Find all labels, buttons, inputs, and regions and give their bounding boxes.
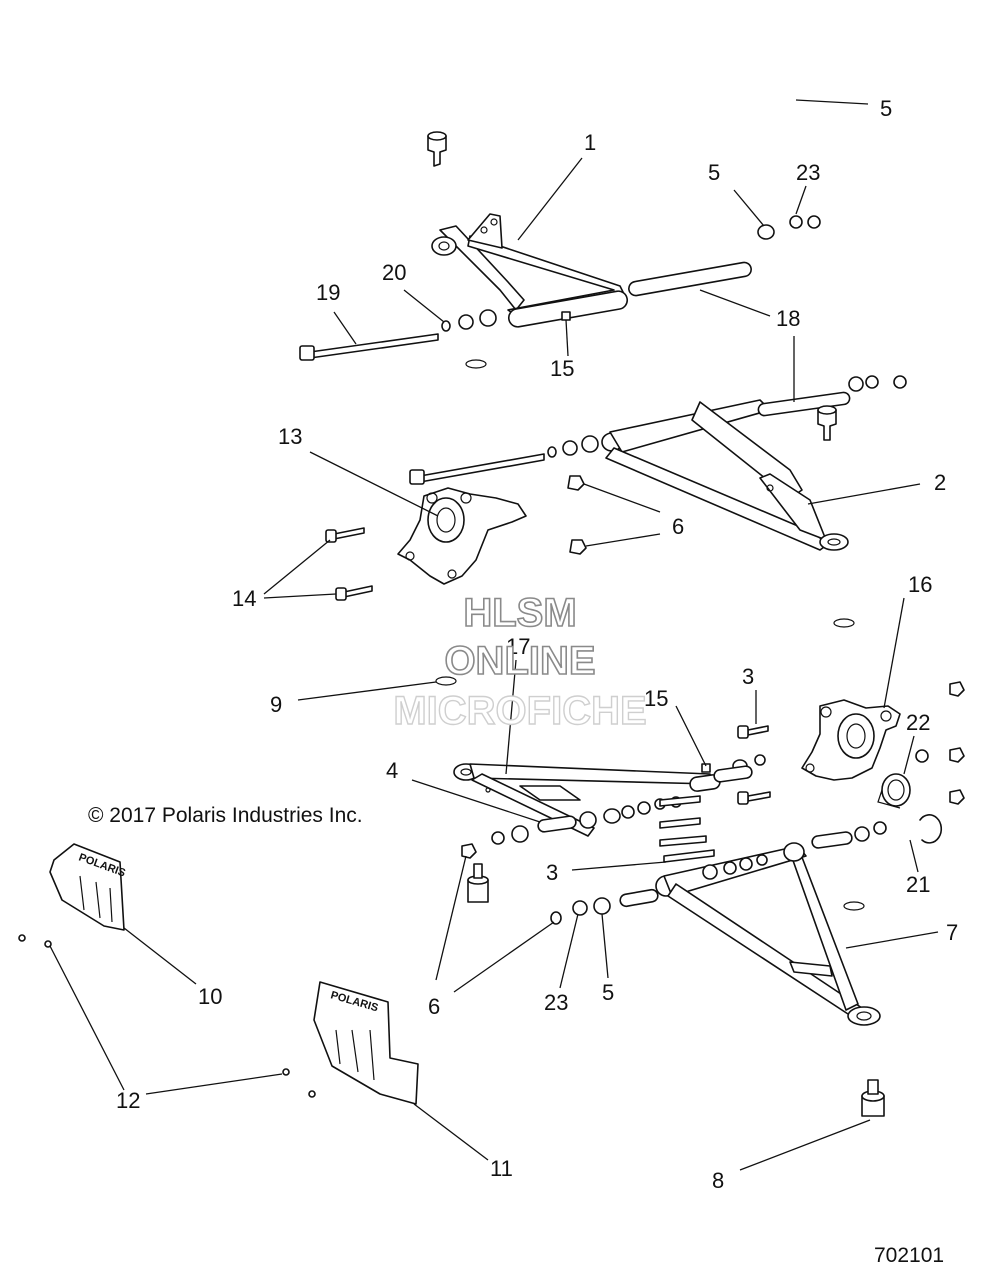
callout-8: 8 xyxy=(712,1168,724,1193)
part-nut-6-lower[interactable] xyxy=(461,843,477,859)
part-nut-15-upper[interactable] xyxy=(561,311,571,321)
callout-19: 19 xyxy=(316,280,340,305)
part-upper-a-arm-front[interactable] xyxy=(427,131,629,328)
part-snap-ring-21[interactable] xyxy=(919,814,943,844)
callout-3-lower: 3 xyxy=(546,860,558,885)
leader-lines xyxy=(49,99,939,1171)
callout-10: 10 xyxy=(198,984,222,1009)
part-washers-20[interactable] xyxy=(441,309,497,332)
part-clip-lower[interactable] xyxy=(843,901,865,911)
part-bushings-lower-left[interactable] xyxy=(491,825,529,845)
ball-joint-upper xyxy=(427,131,447,167)
part-skid-plate-11[interactable]: POLARIS xyxy=(313,981,419,1105)
part-nut-15-lower[interactable] xyxy=(701,763,711,773)
callout-1: 1 xyxy=(584,130,596,155)
part-bushings-lower-front[interactable] xyxy=(537,754,766,833)
callout-18: 18 xyxy=(776,306,800,331)
callout-labels: 5 1 5 23 20 19 15 18 2 13 6 14 16 9 17 1… xyxy=(116,96,958,1193)
callout-17: 17 xyxy=(506,634,530,659)
callout-2: 2 xyxy=(934,470,946,495)
part-skid-plate-10[interactable]: POLARIS xyxy=(49,843,127,931)
part-fasteners-12[interactable] xyxy=(18,934,316,1098)
ball-joint-lower-left[interactable] xyxy=(467,863,489,903)
callout-15-lower: 15 xyxy=(644,686,668,711)
part-clip-right[interactable] xyxy=(833,618,855,628)
callout-21: 21 xyxy=(906,872,930,897)
callout-6-upper: 6 xyxy=(672,514,684,539)
callout-14: 14 xyxy=(232,586,256,611)
callout-5-upper: 5 xyxy=(708,160,720,185)
part-clip-9[interactable] xyxy=(435,676,457,686)
callout-16: 16 xyxy=(908,572,932,597)
watermark: HLSM ONLINE MICROFICHE xyxy=(393,590,648,734)
part-nuts-right[interactable] xyxy=(915,681,965,805)
watermark-line-2: ONLINE xyxy=(444,639,595,683)
part-bushings-upper-rear[interactable] xyxy=(848,375,907,392)
callout-13: 13 xyxy=(278,424,302,449)
part-lower-a-arm-rear[interactable] xyxy=(655,842,881,1026)
callout-23-lower: 23 xyxy=(544,990,568,1015)
callout-5-top: 5 xyxy=(880,96,892,121)
callout-9: 9 xyxy=(270,692,282,717)
callout-22: 22 xyxy=(906,710,930,735)
ball-joint-mid[interactable] xyxy=(817,405,837,441)
ball-joint-8[interactable] xyxy=(861,1079,885,1117)
part-clip-upper[interactable] xyxy=(465,359,487,369)
callout-20: 20 xyxy=(382,260,406,285)
part-upper-a-arm-rear[interactable] xyxy=(601,399,849,551)
part-bolts-3[interactable] xyxy=(659,725,771,863)
watermark-line-1: HLSM xyxy=(463,591,576,635)
part-shaft-upper-rear[interactable] xyxy=(757,391,851,417)
part-steering-knuckle-right[interactable] xyxy=(801,699,901,781)
copyright-notice: © 2017 Polaris Industries Inc. xyxy=(88,804,363,827)
callout-5-lower: 5 xyxy=(602,980,614,1005)
part-bushings-lower-rear[interactable] xyxy=(550,821,887,925)
part-bolts-14[interactable] xyxy=(325,527,373,601)
part-bolt-mid[interactable] xyxy=(409,453,545,485)
callout-11: 11 xyxy=(490,1156,513,1181)
part-bearing-22[interactable] xyxy=(877,773,911,809)
part-washers-mid[interactable] xyxy=(547,435,599,458)
part-shaft-18[interactable] xyxy=(628,261,753,297)
part-nuts-6-upper[interactable] xyxy=(567,475,587,555)
callout-6-lower: 6 xyxy=(428,994,440,1019)
figure-number: 702101 xyxy=(874,1244,944,1267)
part-bolt-19[interactable] xyxy=(299,333,439,361)
callout-15-upper: 15 xyxy=(550,356,574,381)
part-steering-knuckle-left[interactable] xyxy=(397,487,527,585)
callout-12: 12 xyxy=(116,1088,140,1113)
callout-3-upper: 3 xyxy=(742,664,754,689)
part-bushings-upper-right[interactable] xyxy=(757,215,821,240)
watermark-line-3: MICROFICHE xyxy=(393,689,646,733)
callout-4: 4 xyxy=(386,758,398,783)
callout-7: 7 xyxy=(946,920,958,945)
callout-23-upper: 23 xyxy=(796,160,820,185)
